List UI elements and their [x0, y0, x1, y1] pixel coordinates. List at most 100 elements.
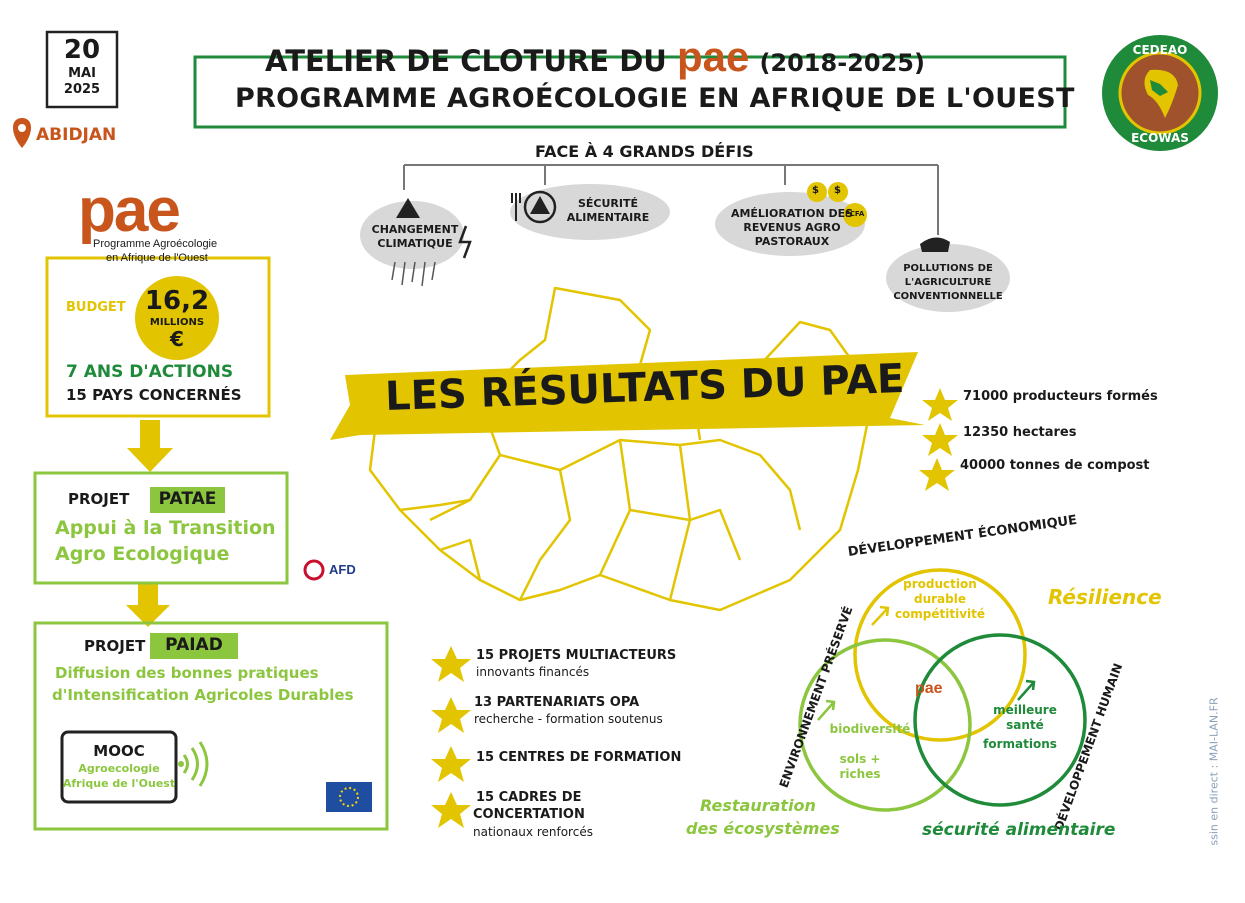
venn-top-in-2: durable	[914, 592, 966, 606]
challenges-title: FACE À 4 GRANDS DÉFIS	[535, 142, 754, 161]
coin-icon	[807, 182, 827, 202]
header-title: ATELIER DE CLOTURE DU	[265, 44, 667, 78]
patae-badge	[150, 487, 225, 513]
signal-icon	[182, 741, 209, 787]
mooc-title: MOOC	[93, 742, 145, 760]
result-producers: 71000 producteurs formés	[963, 389, 1158, 404]
coin-label: $	[834, 185, 841, 196]
challenge-food-security: SÉCURITÉ ALIMENTAIRE	[566, 197, 650, 224]
afd-logo-icon	[303, 559, 325, 581]
venn-arrows	[817, 605, 1036, 721]
header-line2: PROGRAMME AGROÉCOLOGIE EN AFRIQUE DE L'O…	[235, 83, 1075, 114]
venn-security: sécurité alimentaire	[922, 820, 1116, 840]
date-year: 2025	[63, 82, 101, 97]
result-centers: 15 CENTRES DE FORMATION	[476, 750, 682, 765]
coin-icon	[843, 203, 867, 227]
result-compost: 40000 tonnes de compost	[960, 458, 1150, 473]
budget-label: BUDGET	[66, 300, 126, 315]
header-line1: ATELIER DE CLOTURE DU pae (2018-2025)	[265, 33, 925, 81]
budget-years: 7 ANS D'ACTIONS	[66, 362, 234, 382]
header-years: (2018-2025)	[759, 49, 925, 77]
pae-logo-sub1: Programme Agroécologie	[93, 238, 218, 250]
result-projects-l2: innovants financés	[476, 665, 590, 679]
budget-circle	[135, 276, 219, 360]
warning-icon	[396, 198, 420, 218]
result-projects-l1: 15 PROJETS MULTIACTEURS	[476, 648, 677, 663]
rain-icon	[391, 261, 436, 287]
paiad-name: PAIAD	[165, 635, 223, 655]
venn-top-in-3: compétitivité	[894, 607, 986, 621]
eu-flag-icon	[326, 782, 372, 812]
lightning-icon	[458, 225, 472, 259]
location-pin-icon	[13, 118, 31, 148]
ecowas-seal	[1102, 35, 1218, 151]
budget-unit: MILLIONS	[149, 317, 205, 328]
paiad-desc1: Diffusion des bonnes pratiques	[55, 664, 319, 682]
budget-amount: 16,2	[144, 286, 210, 316]
venn-restoration-2: des écosystèmes	[686, 819, 840, 838]
ecowas-bottom-text: ECOWAS	[1131, 131, 1189, 145]
challenge-income: AMÉLIORATION DES REVENUS AGRO PASTORAUX	[730, 207, 854, 248]
coin-icon	[828, 182, 848, 202]
challenge-tree	[403, 164, 939, 235]
credit-text: ssin en direct : MAI-LAN.FR	[1207, 697, 1221, 846]
coin-label: FCFA	[845, 210, 865, 218]
coin-label: $	[812, 185, 819, 196]
result-frameworks-l1: 15 CADRES DE	[476, 790, 582, 805]
result-partnerships-l2: recherche - formation soutenus	[474, 712, 663, 726]
patae-box	[33, 471, 289, 585]
challenge-clouds	[360, 184, 1010, 312]
ecowas-top-text: CEDEAO	[1132, 43, 1188, 57]
result-partnerships-l1: 13 PARTENARIATS OPA	[474, 695, 640, 710]
venn-circles	[798, 568, 1087, 812]
arrow-down-icon	[127, 420, 173, 472]
result-frameworks-l3: nationaux renforcés	[473, 825, 593, 839]
pae-logo: pae	[78, 176, 181, 245]
paiad-box	[33, 621, 389, 831]
date-month: MAI	[68, 66, 96, 81]
paiad-desc2: d'Intensification Agricoles Durables	[52, 686, 354, 704]
cow-icon	[920, 237, 950, 252]
challenge-climate: CHANGEMENT CLIMATIQUE	[371, 223, 459, 250]
results-banner-shape	[330, 352, 925, 440]
patae-name: PATAE	[158, 489, 217, 509]
paiad-prefix: PROJET	[84, 637, 146, 655]
location-label: ABIDJAN	[36, 125, 117, 145]
paiad-badge	[150, 633, 238, 659]
afd-label: AFD	[329, 562, 356, 577]
venn-right-in-1: meilleure	[993, 703, 1057, 717]
venn-right-in-3: formations	[983, 737, 1057, 751]
venn-left-in-3: riches	[839, 767, 881, 781]
header-brand: pae	[676, 33, 750, 80]
budget-countries: 15 PAYS CONCERNÉS	[66, 386, 242, 404]
result-hectares: 12350 hectares	[963, 425, 1077, 440]
venn-resilience: Résilience	[1048, 585, 1162, 609]
venn-left-in-1: biodiversité	[829, 722, 911, 736]
date-day: 20	[63, 35, 101, 65]
venn-restoration-1: Restauration	[700, 796, 816, 815]
result-frameworks-l2: CONCERTATION	[473, 807, 585, 822]
star-icons-right	[919, 388, 958, 491]
venn-right-in-2: santé	[1006, 718, 1044, 732]
pae-logo-sub2: en Afrique de l'Ouest	[106, 252, 208, 264]
venn-top-in-1: production	[903, 577, 977, 591]
budget-box	[45, 256, 271, 418]
patae-desc2: Agro Ecologique	[55, 543, 230, 565]
mooc-sub1: Agroecologie	[78, 762, 160, 775]
fork-icon	[511, 193, 521, 221]
challenge-pollution: POLLUTIONS DE L'AGRICULTURE CONVENTIONNE…	[893, 263, 1003, 302]
patae-desc1: Appui à la Transition	[55, 517, 276, 539]
venn-center-logo: pae	[915, 680, 943, 697]
west-africa-map	[368, 286, 870, 612]
venn-left-in-2: sols +	[839, 752, 881, 766]
patae-prefix: PROJET	[68, 490, 130, 508]
warning-icon	[530, 196, 550, 214]
mooc-sub2: Afrique de l'Ouest	[62, 777, 176, 790]
budget-currency: €	[170, 327, 184, 351]
star-icons-bottom	[431, 646, 471, 828]
header-box	[193, 55, 1067, 129]
arrow-down-icon	[126, 583, 170, 627]
date-box	[45, 30, 119, 109]
mooc-screen	[60, 730, 178, 804]
